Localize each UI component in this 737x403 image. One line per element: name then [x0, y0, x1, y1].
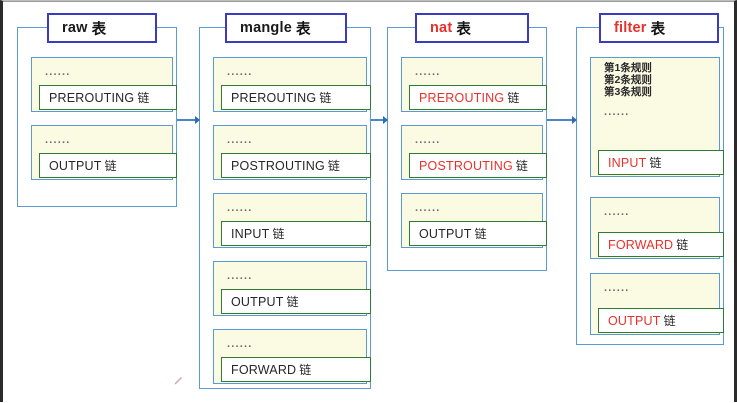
- chain-dots-placeholder: ......: [227, 134, 253, 146]
- chain-name-text: PREROUTING: [419, 90, 505, 105]
- chain-dots-placeholder: ......: [45, 66, 71, 78]
- table-name-text: nat: [430, 20, 453, 36]
- chain-dots-placeholder: ......: [227, 270, 253, 282]
- chain-name-text: FORWARD: [608, 237, 674, 252]
- chain-suffix-text: 链: [299, 363, 312, 377]
- chain-name-text: POSTROUTING: [231, 158, 325, 173]
- chain-name-text: INPUT: [608, 155, 647, 170]
- table-name-text: raw: [62, 20, 88, 36]
- arrow-head-icon: [572, 116, 577, 124]
- chain-dots-placeholder: ......: [604, 106, 630, 118]
- rule-line: 第2条规则: [604, 74, 652, 86]
- chain-name-text: OUTPUT: [608, 313, 661, 328]
- chain-name-text: FORWARD: [231, 362, 297, 377]
- chain-dots-placeholder: ......: [415, 66, 441, 78]
- table-suffix-text: 表: [456, 21, 472, 38]
- chain-suffix-text: 链: [327, 159, 340, 173]
- connector-raw-to-mangle: [177, 116, 200, 124]
- chain-suffix-text: 链: [286, 295, 299, 309]
- chain-dots-placeholder: ......: [604, 206, 630, 218]
- chain-suffix-text: 链: [319, 91, 332, 105]
- rule-line: 第3条规则: [604, 86, 652, 98]
- connector-nat-to-filter: [547, 116, 577, 124]
- table-suffix-text: 表: [650, 21, 666, 38]
- chain-name-text: INPUT: [231, 226, 270, 241]
- table-suffix-text: 表: [295, 21, 311, 38]
- table-name-text: mangle: [240, 20, 292, 36]
- table-name-text: filter: [614, 20, 647, 36]
- chain-suffix-text: 链: [663, 314, 676, 328]
- pen-cursor-icon: [173, 373, 184, 385]
- rule-line: 第1条规则: [604, 62, 652, 74]
- table-suffix-text: 表: [91, 21, 107, 38]
- chain-dots-placeholder: ......: [604, 282, 630, 294]
- chain-dots-placeholder: ......: [227, 66, 253, 78]
- chain-name-text: POSTROUTING: [419, 158, 513, 173]
- chain-suffix-text: 链: [474, 227, 487, 241]
- chain-dots-placeholder: ......: [227, 338, 253, 350]
- chain-name-text: OUTPUT: [231, 294, 284, 309]
- chain-rules-list: 第1条规则第2条规则第3条规则: [604, 62, 652, 98]
- chain-name-text: PREROUTING: [231, 90, 317, 105]
- chain-suffix-text: 链: [676, 238, 689, 252]
- chain-name-text: PREROUTING: [49, 90, 135, 105]
- chain-suffix-text: 链: [272, 227, 285, 241]
- chain-dots-placeholder: ......: [415, 134, 441, 146]
- chain-dots-placeholder: ......: [415, 202, 441, 214]
- chain-name-text: OUTPUT: [419, 226, 472, 241]
- chain-dots-placeholder: ......: [227, 202, 253, 214]
- chain-suffix-text: 链: [515, 159, 528, 173]
- chain-suffix-text: 链: [507, 91, 520, 105]
- chain-name-text: OUTPUT: [49, 158, 102, 173]
- connector-mangle-to-nat: [371, 116, 388, 124]
- arrow-head-icon: [383, 116, 388, 124]
- chain-suffix-text: 链: [649, 156, 662, 170]
- chain-suffix-text: 链: [104, 159, 117, 173]
- arrow-head-icon: [195, 116, 200, 124]
- chain-dots-placeholder: ......: [45, 134, 71, 146]
- chain-suffix-text: 链: [137, 91, 150, 105]
